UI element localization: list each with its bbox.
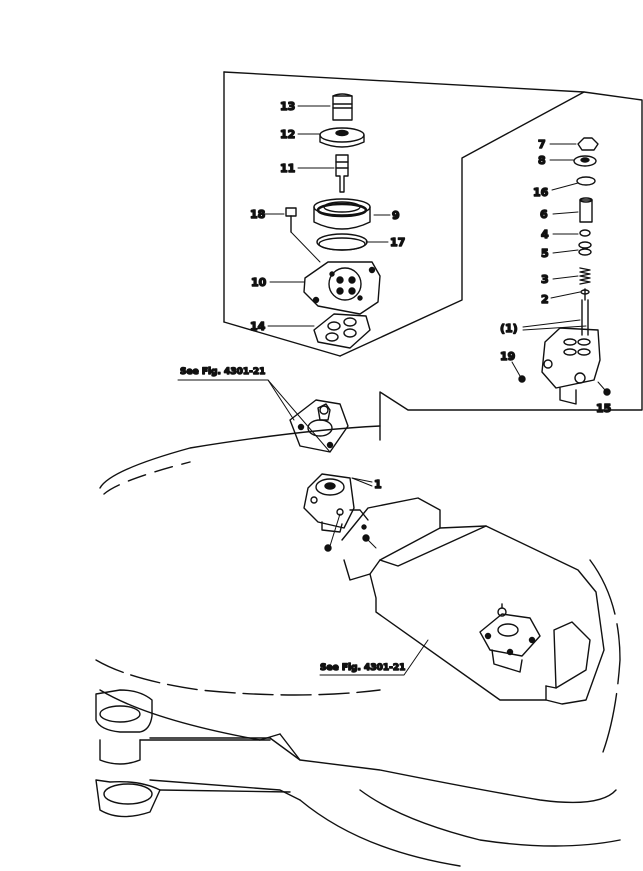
callout-15: 15 (596, 402, 611, 415)
callout-1: 1 (374, 478, 382, 491)
callout-18: 18 (250, 208, 265, 221)
mounted-valve (303, 473, 355, 533)
leader-lines (263, 105, 606, 391)
callout-17: 17 (390, 236, 405, 249)
console-valve (479, 603, 541, 673)
part-13-cap (332, 93, 353, 121)
cab-console (341, 497, 605, 705)
callout-9: 9 (392, 209, 400, 222)
detail-frame (223, 71, 643, 441)
callout-8: 8 (538, 154, 546, 167)
callout-3: 3 (541, 273, 549, 286)
callout-group-1: (1) (500, 322, 518, 335)
part-7-cap (577, 137, 599, 151)
reference-see-fig-lower: See Fig. 4301-21 (320, 663, 405, 673)
part-4-washer (579, 229, 591, 237)
part-16-oring (576, 176, 596, 186)
callout-4: 4 (541, 228, 549, 241)
part-2-pin (580, 288, 590, 301)
part-3-spring (579, 267, 591, 285)
part-6-plunger (579, 197, 593, 223)
part-10-plate (303, 261, 381, 315)
part-11-stem (335, 154, 349, 193)
part-15-screw (603, 388, 611, 396)
callout-12: 12 (280, 128, 295, 141)
reference-see-fig-upper: See Fig. 4301-21 (180, 367, 265, 377)
part-9-boot (313, 198, 371, 230)
mounted-boot (289, 399, 349, 453)
part-19-screw (518, 375, 526, 383)
seat-base (95, 689, 291, 818)
callout-13: 13 (280, 100, 295, 113)
part-17-ring (316, 233, 368, 251)
part-1-valve-body (541, 299, 601, 405)
part-8-nut (573, 155, 597, 167)
callout-14: 14 (250, 320, 266, 333)
part-5-spring-seat (578, 241, 592, 256)
callout-6: 6 (540, 208, 548, 221)
callout-10: 10 (251, 276, 267, 289)
part-18-bolt (285, 207, 297, 233)
callout-19: 19 (500, 350, 515, 363)
part-12-disc (319, 127, 365, 148)
cab-outline (95, 425, 621, 867)
fastener-marks (324, 524, 370, 552)
part-14-gasket (313, 313, 371, 349)
callout-16: 16 (533, 186, 549, 199)
callout-5: 5 (541, 247, 549, 260)
lower-leader-lines (177, 379, 429, 676)
callout-2: 2 (541, 293, 549, 306)
callout-11: 11 (280, 162, 295, 175)
callout-7: 7 (538, 138, 546, 151)
